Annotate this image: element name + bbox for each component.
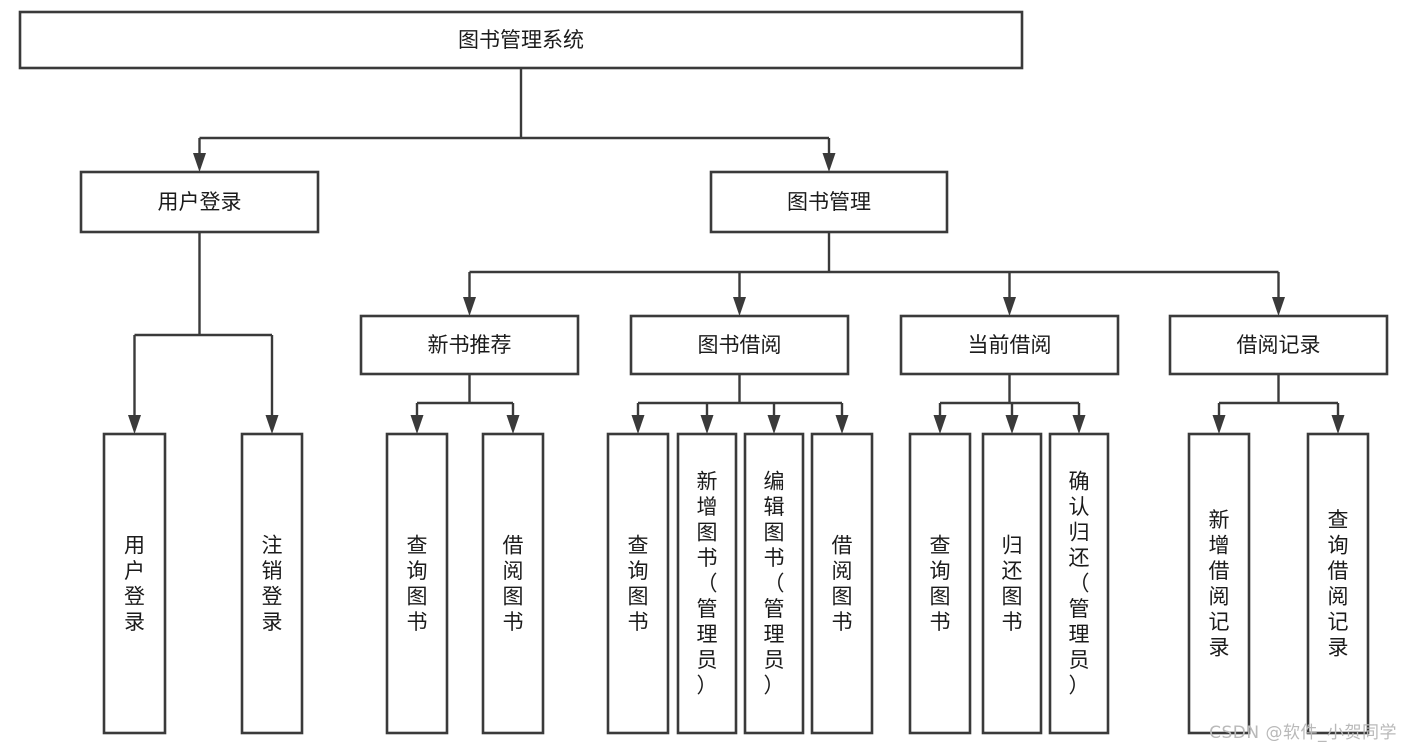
nodes-layer: 图书管理系统用户登录图书管理新书推荐图书借阅当前借阅借阅记录用户登录注销登录查询… xyxy=(18,10,1389,735)
node-box-leaf-confirm-return xyxy=(1048,432,1110,735)
edges-layer xyxy=(128,68,1345,434)
node-current-borrow[interactable]: 当前借阅 xyxy=(899,314,1120,376)
node-box-book-manage xyxy=(709,170,949,234)
node-label-leaf-add-book: 新增图书（管理员） xyxy=(697,470,718,698)
node-leaf-user-login[interactable]: 用户登录 xyxy=(102,432,167,735)
node-leaf-add-book[interactable]: 新增图书（管理员） xyxy=(676,432,738,735)
node-leaf-query-record[interactable]: 查询借阅记录 xyxy=(1306,432,1370,735)
node-label-leaf-borrow-book: 借阅图书 xyxy=(832,533,853,634)
node-box-leaf-query-record xyxy=(1306,432,1370,735)
node-book-manage[interactable]: 图书管理 xyxy=(709,170,949,234)
node-label-current-borrow: 当前借阅 xyxy=(968,333,1052,357)
node-leaf-edit-book[interactable]: 编辑图书（管理员） xyxy=(743,432,805,735)
node-box-user-login xyxy=(79,170,320,234)
node-box-root xyxy=(18,10,1024,70)
node-box-leaf-query-book-borrow xyxy=(606,432,670,735)
node-label-leaf-query-record: 查询借阅记录 xyxy=(1328,508,1349,660)
node-box-new-book-recommend xyxy=(359,314,580,376)
node-label-leaf-borrow-book-rec: 借阅图书 xyxy=(503,533,524,634)
node-leaf-add-record[interactable]: 新增借阅记录 xyxy=(1187,432,1251,735)
node-leaf-borrow-book[interactable]: 借阅图书 xyxy=(810,432,874,735)
node-label-book-manage: 图书管理 xyxy=(787,190,871,214)
node-box-leaf-user-login xyxy=(102,432,167,735)
node-box-borrow-record xyxy=(1168,314,1389,376)
csdn-watermark: CSDN @软件_小贺同学 xyxy=(1209,723,1397,743)
node-label-book-borrow: 图书借阅 xyxy=(698,333,782,357)
node-box-leaf-query-book-rec xyxy=(385,432,449,735)
node-label-user-login: 用户登录 xyxy=(158,190,242,214)
node-label-leaf-logout: 注销登录 xyxy=(262,533,283,634)
node-label-leaf-return-book: 归还图书 xyxy=(1002,533,1023,634)
node-box-leaf-add-book xyxy=(676,432,738,735)
connector-current-borrow-to-leaves xyxy=(933,374,1086,434)
connector-borrow-record-to-leaves xyxy=(1212,374,1345,434)
node-new-book-recommend[interactable]: 新书推荐 xyxy=(359,314,580,376)
connector-book-borrow-to-leaves xyxy=(631,374,849,434)
connector-book-manage-to-level2 xyxy=(463,232,1285,316)
node-leaf-confirm-return[interactable]: 确认归还（管理员） xyxy=(1048,432,1110,735)
node-book-borrow[interactable]: 图书借阅 xyxy=(629,314,850,376)
node-borrow-record[interactable]: 借阅记录 xyxy=(1168,314,1389,376)
node-label-leaf-query-book-current: 查询图书 xyxy=(930,533,951,634)
node-box-leaf-logout xyxy=(240,432,304,735)
node-leaf-return-book[interactable]: 归还图书 xyxy=(981,432,1043,735)
node-box-leaf-add-record xyxy=(1187,432,1251,735)
node-leaf-logout[interactable]: 注销登录 xyxy=(240,432,304,735)
node-label-leaf-confirm-return: 确认归还（管理员） xyxy=(1069,470,1090,698)
node-box-leaf-edit-book xyxy=(743,432,805,735)
node-box-leaf-borrow-book-rec xyxy=(481,432,545,735)
connector-new-book-recommend-to-leaves xyxy=(410,374,520,434)
node-label-leaf-user-login: 用户登录 xyxy=(124,533,145,634)
node-label-root: 图书管理系统 xyxy=(458,28,584,52)
connector-user-login-to-leaves xyxy=(128,232,279,434)
node-user-login[interactable]: 用户登录 xyxy=(79,170,320,234)
node-box-leaf-borrow-book xyxy=(810,432,874,735)
node-label-leaf-query-book-rec: 查询图书 xyxy=(407,533,428,634)
node-label-leaf-query-book-borrow: 查询图书 xyxy=(628,533,649,634)
node-box-leaf-query-book-current xyxy=(908,432,972,735)
node-leaf-query-book-rec[interactable]: 查询图书 xyxy=(385,432,449,735)
node-root[interactable]: 图书管理系统 xyxy=(18,10,1024,70)
node-leaf-borrow-book-rec[interactable]: 借阅图书 xyxy=(481,432,545,735)
node-leaf-query-book-borrow[interactable]: 查询图书 xyxy=(606,432,670,735)
node-box-leaf-return-book xyxy=(981,432,1043,735)
node-box-book-borrow xyxy=(629,314,850,376)
connector-root-to-level1 xyxy=(193,68,836,172)
node-leaf-query-book-current[interactable]: 查询图书 xyxy=(908,432,972,735)
node-label-borrow-record: 借阅记录 xyxy=(1237,333,1321,357)
node-box-current-borrow xyxy=(899,314,1120,376)
node-label-leaf-add-record: 新增借阅记录 xyxy=(1209,508,1230,660)
node-label-new-book-recommend: 新书推荐 xyxy=(428,333,512,357)
node-label-leaf-edit-book: 编辑图书（管理员） xyxy=(764,470,785,698)
